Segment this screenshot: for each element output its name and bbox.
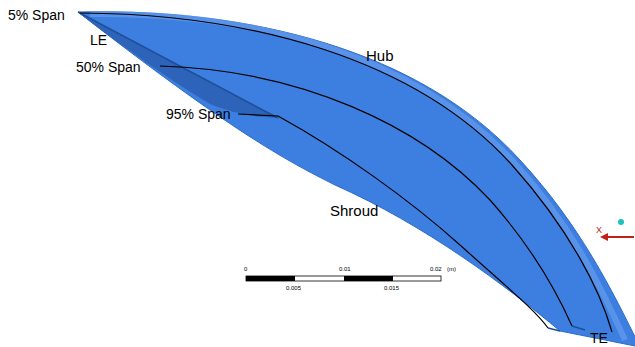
span-label: 50% Span [76, 60, 141, 74]
part-label: Shroud [330, 203, 378, 218]
axis-label: X [596, 226, 602, 235]
scale-tick: 0 [244, 266, 247, 272]
span-label: 5% Span [8, 8, 65, 22]
part-label: Hub [366, 48, 394, 63]
scale-tick: 0.015 [384, 285, 399, 291]
edge-label: LE [90, 33, 107, 47]
scale-tick: 0.005 [286, 285, 301, 291]
scale-unit: (m) [447, 266, 456, 272]
span-label: 95% Span [166, 107, 231, 121]
edge-label: TE [590, 331, 608, 345]
scale-tick: 0.01 [339, 266, 351, 272]
scale-tick: 0.02 [430, 266, 442, 272]
